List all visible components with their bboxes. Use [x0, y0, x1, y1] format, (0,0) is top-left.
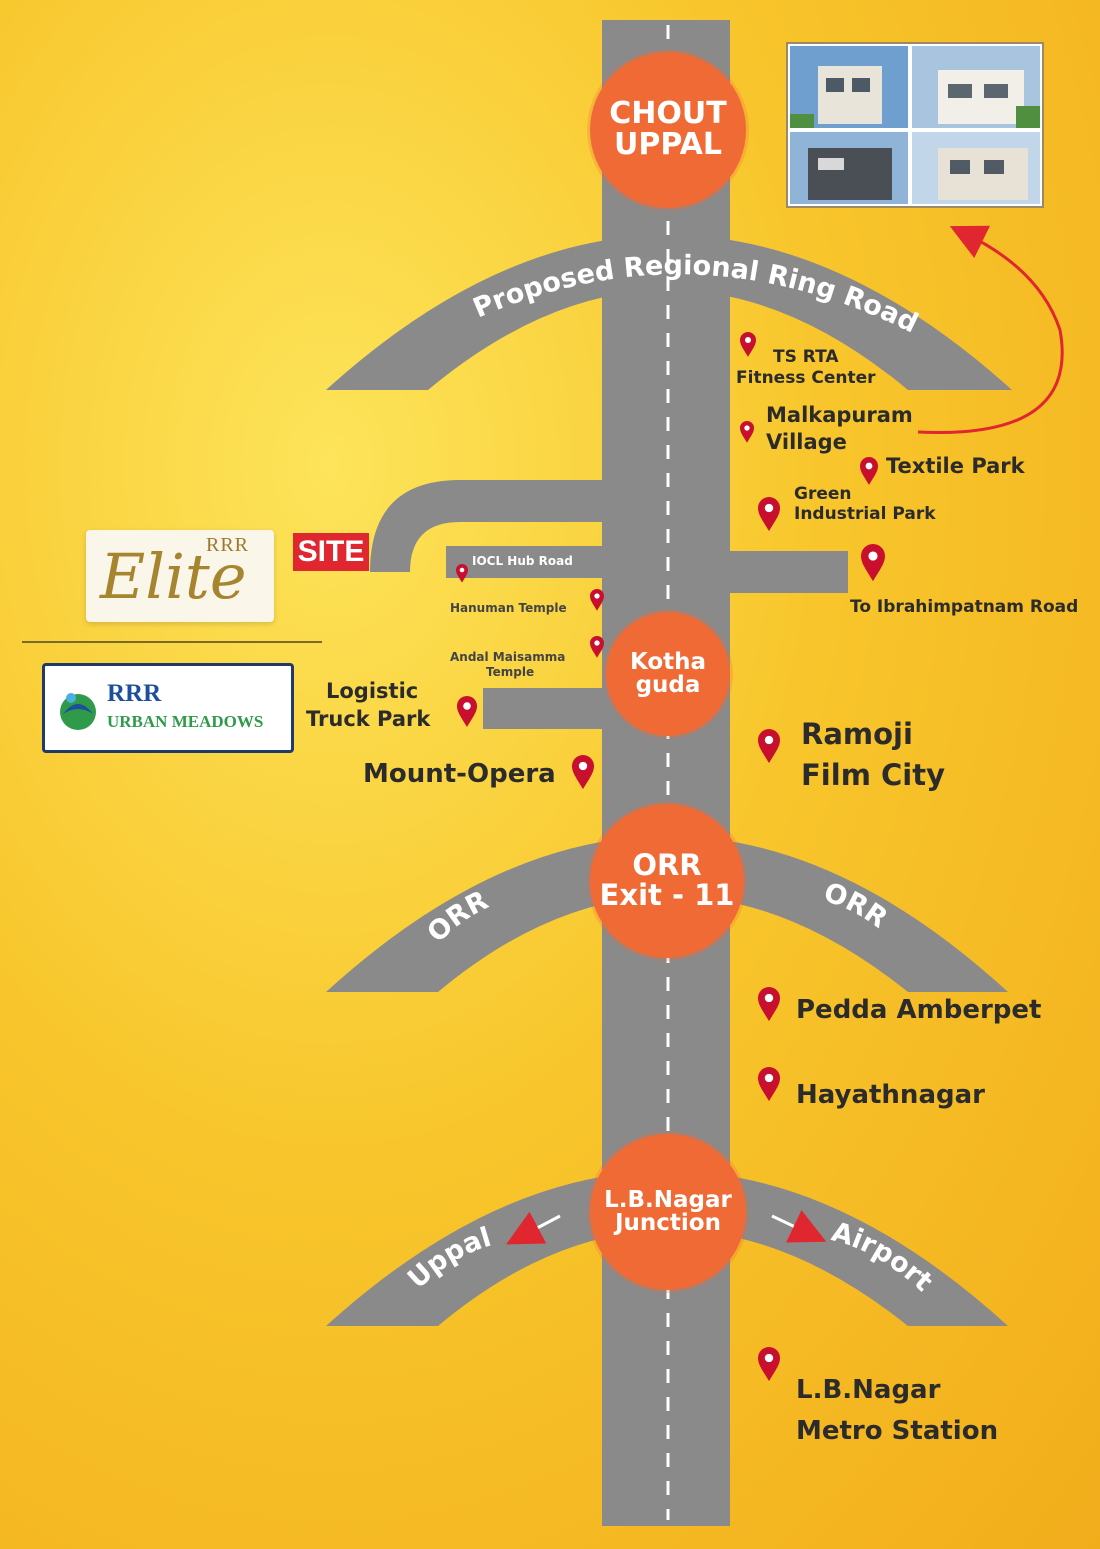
node-chout-uppal: CHOUT UPPAL	[590, 52, 746, 208]
node-kothaguda: Kotha guda	[606, 612, 730, 736]
main-highway	[602, 20, 730, 1526]
pin-textile-park-dot	[865, 462, 873, 470]
place-ramoji: Ramoji	[801, 717, 913, 751]
pin-green-industrial-dot	[764, 503, 774, 513]
pin-iocl-icon	[456, 564, 468, 583]
pin-pedda-amberpet-dot	[764, 993, 774, 1003]
place-lb-nagar: L.B.Nagar	[796, 1375, 941, 1405]
logistic-road	[483, 688, 604, 729]
site-connector-road	[370, 480, 604, 572]
node-orr-exit: ORR Exit - 11	[590, 804, 744, 958]
pin-hanuman-temple-dot	[594, 593, 600, 599]
orr-road	[326, 836, 1008, 992]
place-logistic: Logistic	[326, 679, 419, 703]
pin-iocl-dot	[459, 567, 465, 573]
pin-ts-rta-icon	[740, 332, 756, 357]
pin-malkapuram-dot	[744, 425, 750, 431]
pin-andal-temple-dot	[594, 640, 600, 646]
node-lb-nagar-junction: L.B.Nagar Junction	[590, 1134, 746, 1290]
place-ts-rta: TS RTA	[773, 347, 839, 367]
place-fitness-center: Fitness Center	[736, 368, 876, 388]
place-malkapuram-village: Village	[766, 430, 847, 454]
pin-hanuman-temple-icon	[590, 589, 604, 611]
pin-hayathnagar-dot	[764, 1073, 774, 1083]
rrr-elite-logo: RRR Elite	[86, 530, 274, 622]
iocl-hub-road	[446, 546, 604, 578]
pin-ibrahimpatnam-dot	[868, 551, 878, 561]
place-mount-opera: Mount-Opera	[363, 759, 556, 789]
map-pins	[456, 332, 885, 1382]
lb-nagar-road	[326, 1171, 1008, 1326]
regional-ring-road	[326, 235, 1012, 390]
pin-lb-metro-icon	[758, 1347, 780, 1382]
pin-mount-opera-dot	[578, 761, 588, 771]
meadows-leaf-icon	[60, 693, 96, 730]
place-truck-park: Truck Park	[306, 707, 431, 731]
meadows-logo-rrr: RRR	[107, 680, 162, 707]
iocl-road-label: IOCL Hub Road	[472, 554, 573, 568]
place-pedda-amberpet: Pedda Amberpet	[796, 995, 1042, 1025]
pin-hayathnagar-icon	[758, 1067, 780, 1102]
place-ibrahimpatnam: To Ibrahimpatnam Road	[850, 597, 1079, 617]
pin-lb-metro-dot	[764, 1353, 774, 1363]
pin-pedda-amberpet-icon	[758, 987, 780, 1022]
elite-logo-word: Elite	[100, 540, 247, 613]
place-andal-temple: Temple	[486, 665, 535, 679]
place-malkapuram: Malkapuram	[766, 403, 913, 427]
pin-logistic-icon	[457, 696, 477, 727]
ibrahimpatnam-branch	[728, 551, 848, 593]
pin-ts-rta-dot	[744, 336, 752, 344]
pin-malkapuram-icon	[740, 421, 754, 443]
place-hanuman-temple: Hanuman Temple	[450, 601, 567, 615]
pin-andal-temple-icon	[590, 636, 604, 658]
photo-arrow	[917, 225, 1064, 435]
pin-ramoji-icon	[758, 729, 780, 764]
villa-photo-collage	[786, 42, 1044, 208]
pin-ibrahimpatnam-icon	[861, 544, 885, 582]
place-hayathnagar: Hayathnagar	[796, 1080, 985, 1110]
villa-photos	[790, 46, 1040, 204]
elite-logo-rrr: RRR	[206, 534, 250, 556]
meadows-logo-urban-meadows: URBAN MEADOWS	[107, 712, 264, 731]
place-green-industrial-park: Industrial Park	[794, 504, 936, 524]
pin-logistic-dot	[463, 702, 471, 710]
logo-divider	[22, 641, 322, 643]
place-andal-maisamma: Andal Maisamma	[450, 650, 566, 664]
uppal-arrow	[506, 1211, 561, 1245]
pin-textile-park-icon	[860, 457, 878, 485]
pin-mount-opera-icon	[572, 755, 594, 790]
pin-green-industrial-icon	[758, 497, 780, 532]
pin-ramoji-dot	[764, 735, 774, 745]
airport-arrow	[771, 1210, 827, 1243]
place-textile-park: Textile Park	[886, 454, 1025, 478]
place-green: Green	[794, 484, 852, 504]
rrr-urban-meadows-logo: RRR URBAN MEADOWS	[42, 663, 294, 753]
place-film-city: Film City	[801, 758, 945, 792]
site-marker: SITE	[293, 533, 369, 571]
place-metro-station: Metro Station	[796, 1416, 999, 1446]
